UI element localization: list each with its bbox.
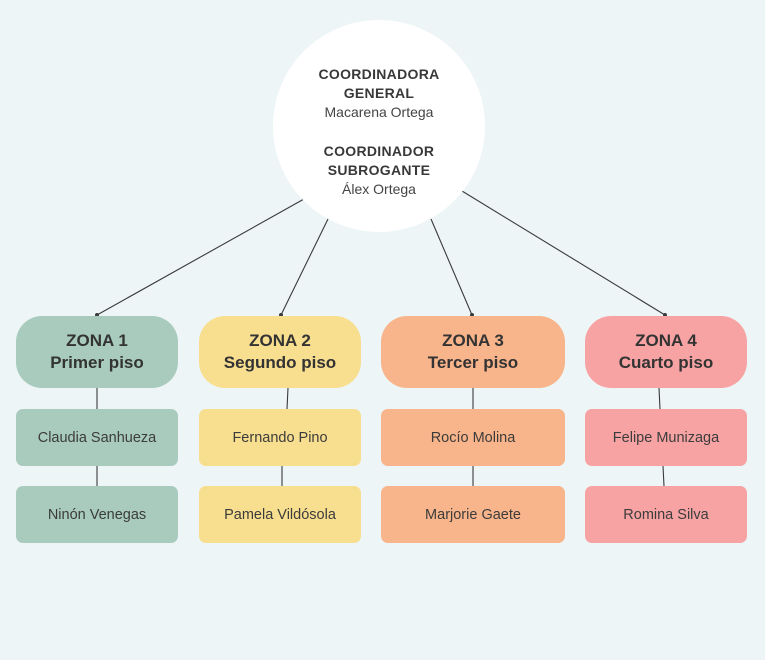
coordinadora-general-title: COORDINADORA GENERAL <box>318 66 440 101</box>
connector-zona-2-header-member <box>286 387 289 410</box>
coordinador-subrogante-title: COORDINADOR SUBROGANTE <box>323 143 435 178</box>
connector-zona-3 <box>430 218 473 316</box>
zone-subtitle: Segundo piso <box>223 353 337 372</box>
zone-title: ZONA 3 <box>442 331 504 350</box>
zone-header-3: ZONA 3 Tercer piso <box>381 316 565 388</box>
zone-title: ZONA 2 <box>249 331 311 350</box>
coordinador-subrogante-name: Álex Ortega <box>342 181 416 197</box>
connector-zona-1 <box>96 198 305 316</box>
zone-title: ZONA 1 <box>66 331 128 350</box>
connector-zona-4-members <box>662 465 665 487</box>
member-box: Felipe Munizaga <box>585 409 747 466</box>
zone-header-2: ZONA 2 Segundo piso <box>199 316 361 388</box>
connector-zona-4 <box>461 190 666 316</box>
member-box: Romina Silva <box>585 486 747 543</box>
member-box: Fernando Pino <box>199 409 361 466</box>
zone-subtitle: Tercer piso <box>427 353 519 372</box>
member-box: Rocío Molina <box>381 409 565 466</box>
zone-title: ZONA 4 <box>635 331 697 350</box>
member-box: Marjorie Gaete <box>381 486 565 543</box>
coordinadora-general-name: Macarena Ortega <box>324 104 434 120</box>
coordinador-subrogante-block: COORDINADOR SUBROGANTE Álex Ortega <box>273 142 485 199</box>
coordinadora-general-block: COORDINADORA GENERAL Macarena Ortega <box>273 65 485 122</box>
zone-header-4: ZONA 4 Cuarto piso <box>585 316 747 388</box>
member-box: Claudia Sanhueza <box>16 409 178 466</box>
zone-header-1: ZONA 1 Primer piso <box>16 316 178 388</box>
connector-zona-4-header-member <box>658 387 661 410</box>
zone-subtitle: Cuarto piso <box>618 353 714 372</box>
zone-subtitle: Primer piso <box>50 353 144 372</box>
coordination-circle: COORDINADORA GENERAL Macarena Ortega COO… <box>273 20 485 232</box>
connector-zona-2 <box>280 218 329 316</box>
member-box: Ninón Venegas <box>16 486 178 543</box>
member-box: Pamela Vildósola <box>199 486 361 543</box>
